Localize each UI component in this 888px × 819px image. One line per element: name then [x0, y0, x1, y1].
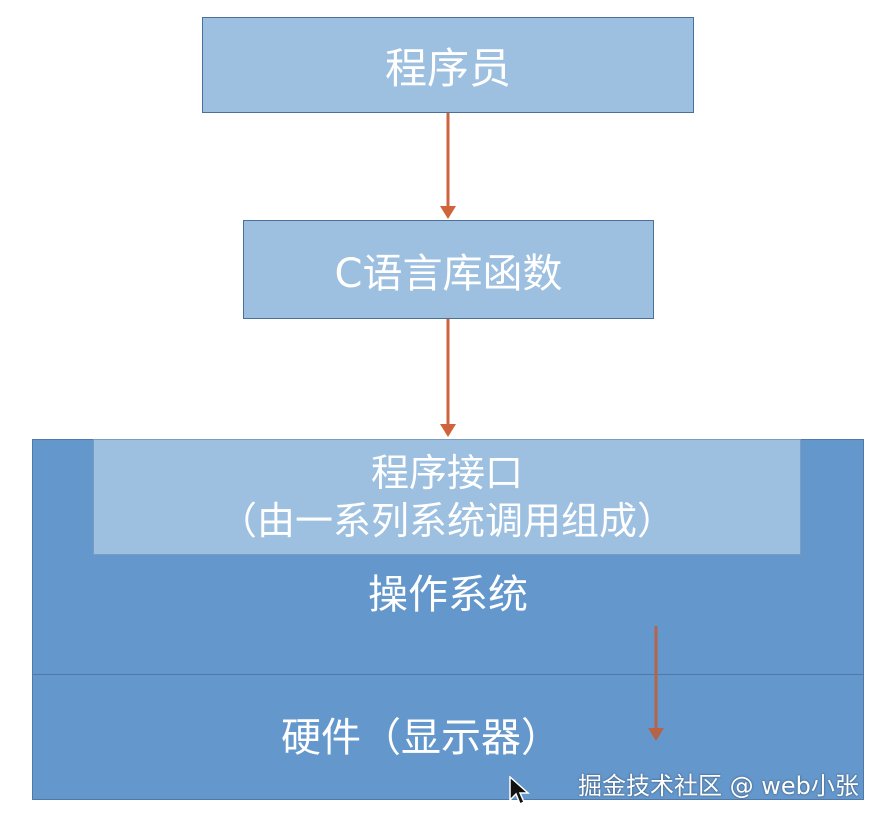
node-hardware: 硬件（显示器）	[32, 674, 864, 800]
watermark: 掘金技术社区 @ web小张	[578, 772, 859, 800]
arrow-programmer-to-clib	[440, 113, 456, 219]
arrow-down-icon	[440, 206, 456, 219]
node-programmer-label: 程序员	[384, 43, 511, 93]
node-program-interface-title: 程序接口	[370, 451, 523, 495]
node-program-interface-subtitle: （由一系列系统调用组成）	[218, 499, 675, 543]
arrow-clib-to-interface	[440, 319, 456, 437]
node-c-library-label: C语言库函数	[334, 250, 563, 297]
node-c-library: C语言库函数	[243, 220, 654, 319]
node-program-interface: 程序接口 （由一系列系统调用组成）	[93, 439, 801, 555]
node-hardware-label: 硬件（显示器）	[281, 715, 561, 761]
arrow-down-icon	[440, 424, 456, 437]
mouse-pointer-icon	[509, 776, 530, 806]
node-programmer: 程序员	[202, 17, 694, 113]
node-operating-system-label: 操作系统	[368, 572, 528, 618]
